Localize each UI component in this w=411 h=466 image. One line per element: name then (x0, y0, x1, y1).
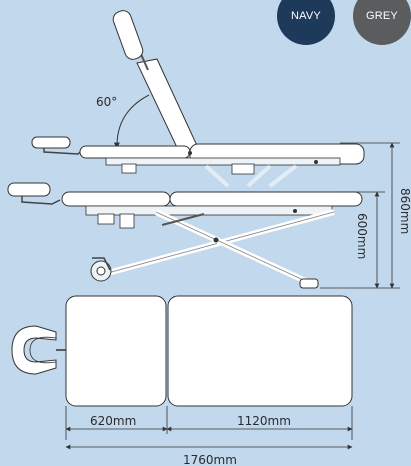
mid-pivot (293, 209, 297, 213)
backrest-cushion (136, 58, 200, 159)
angle-label: 60° (96, 95, 117, 109)
angle-arc (113, 94, 150, 149)
scissor-pivot (213, 237, 219, 243)
top-pivot (314, 160, 318, 164)
total-length-dimension: 1760mm (65, 444, 353, 466)
section-length-dimensions: 620mm 1120mm (65, 406, 353, 440)
mid-motor (119, 213, 135, 229)
head-section-plan (65, 295, 167, 407)
total-height-dimension: 860mm (340, 142, 411, 289)
face-cradle (11, 325, 57, 375)
top-headrest (112, 10, 144, 60)
top-ghost-legs (204, 164, 298, 188)
navy-swatch-label: NAVY (291, 10, 321, 22)
foot-right (299, 278, 319, 289)
left-armrest-bracket (43, 148, 83, 155)
seat-cushion-mid (61, 191, 171, 207)
body-section-plan (167, 295, 353, 407)
flat-table-side-view (7, 182, 363, 289)
face-cradle-inner (29, 336, 57, 364)
top-bracket-b (231, 163, 255, 175)
grey-color-swatch[interactable]: GREY (353, 0, 411, 45)
total-height-label: 860mm (398, 188, 411, 234)
head-section-length-label: 620mm (90, 414, 136, 428)
table-plan-view (11, 295, 353, 407)
grey-swatch-label: GREY (366, 10, 398, 22)
navy-color-swatch[interactable]: NAVY (277, 0, 335, 45)
left-headrest-bracket (21, 196, 61, 205)
left-armrest-cushion (31, 136, 71, 149)
min-height-label: 600mm (355, 213, 369, 259)
left-headrest-cushion (7, 182, 51, 197)
top-hinge (188, 151, 192, 155)
top-frame (105, 157, 341, 166)
raised-table-side-view: 60° (31, 10, 365, 188)
top-bracket-a (121, 163, 137, 174)
lift-actuator (161, 213, 205, 226)
mid-bracket-a (97, 213, 115, 225)
total-length-label: 1760mm (183, 453, 237, 466)
seat-cushion-top (79, 145, 191, 159)
min-height-dimension: 600mm (320, 191, 400, 289)
body-cushion-mid (169, 191, 363, 207)
caster-fork (92, 257, 111, 271)
body-section-length-label: 1120mm (237, 414, 291, 428)
